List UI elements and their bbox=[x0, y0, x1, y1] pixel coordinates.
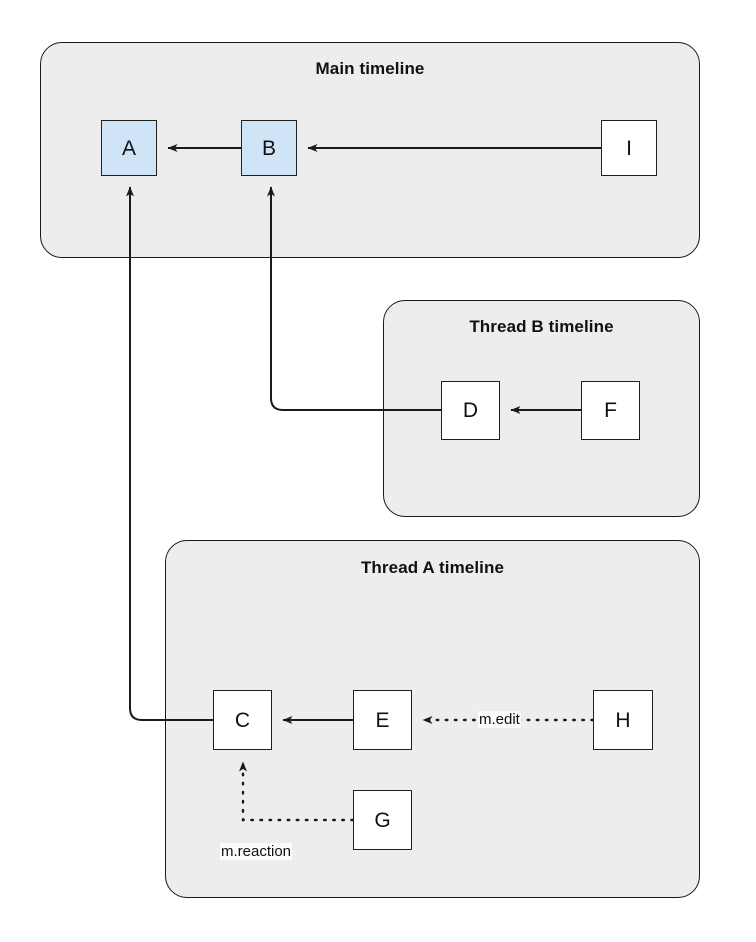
node-h[interactable]: H bbox=[593, 690, 653, 750]
node-d[interactable]: D bbox=[441, 381, 500, 440]
node-c-label: C bbox=[234, 708, 251, 732]
node-i[interactable]: I bbox=[601, 120, 657, 176]
group-thread-b-timeline: Thread B timeline bbox=[383, 300, 700, 517]
node-g[interactable]: G bbox=[353, 790, 412, 850]
node-f-label: F bbox=[604, 399, 617, 422]
node-c[interactable]: C bbox=[213, 690, 272, 750]
group-main-timeline-title: Main timeline bbox=[315, 59, 425, 78]
edge-label-m-reaction: m.reaction bbox=[220, 843, 293, 861]
node-b-label: B bbox=[261, 136, 276, 160]
group-thread-b-timeline-title: Thread B timeline bbox=[469, 317, 614, 336]
edge-label-m-edit: m.edit bbox=[478, 711, 521, 729]
node-b[interactable]: B bbox=[241, 120, 297, 176]
group-thread-a-timeline-title: Thread A timeline bbox=[360, 558, 505, 577]
node-g-label: G bbox=[374, 808, 391, 832]
node-e[interactable]: E bbox=[353, 690, 412, 750]
edge-d-to-b bbox=[267, 186, 441, 411]
edge-c-to-a bbox=[126, 186, 213, 721]
node-e-label: E bbox=[375, 708, 390, 732]
node-i-label: I bbox=[626, 136, 632, 160]
node-d-label: D bbox=[462, 399, 479, 422]
node-a-label: A bbox=[121, 136, 136, 160]
edge-g-to-c bbox=[239, 760, 355, 822]
node-h-label: H bbox=[615, 708, 631, 732]
node-f[interactable]: F bbox=[581, 381, 640, 440]
node-a[interactable]: A bbox=[101, 120, 157, 176]
